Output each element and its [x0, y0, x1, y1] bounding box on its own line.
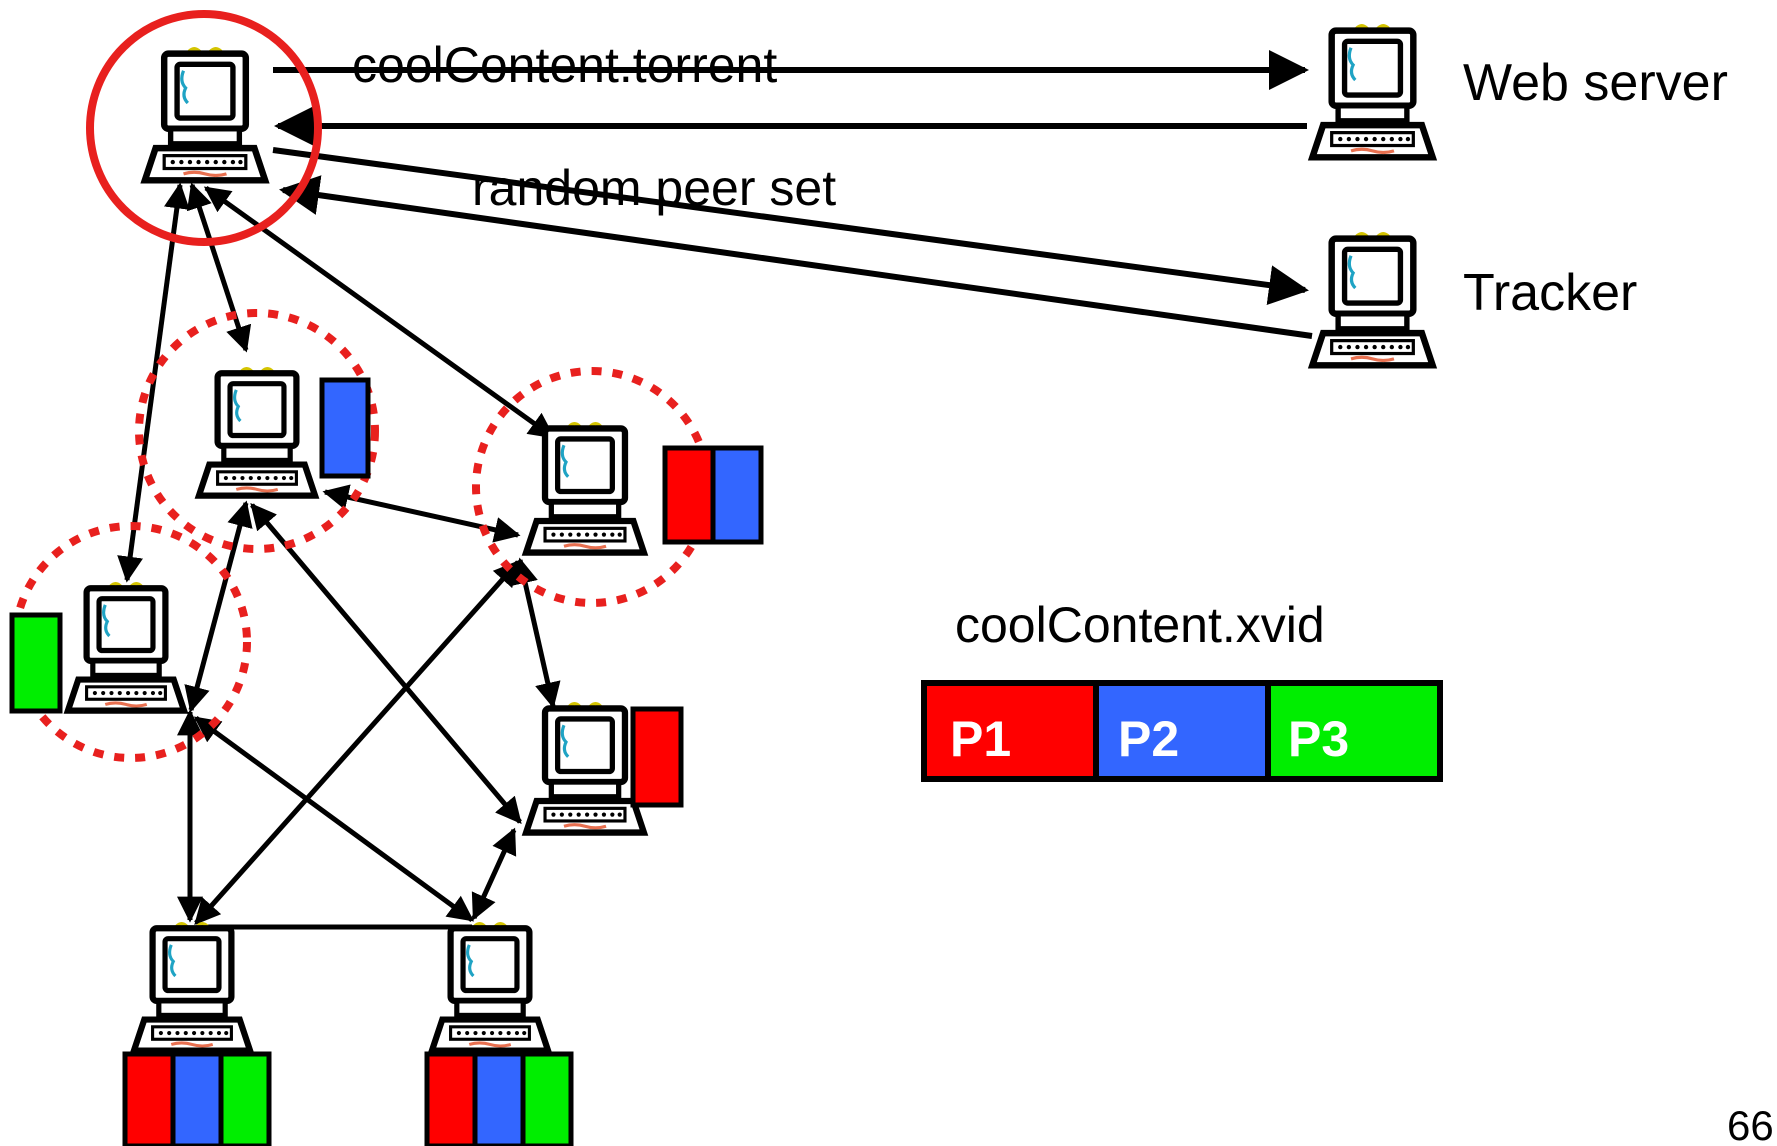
peer-c-computer-icon: [526, 424, 644, 553]
content-piece-p1-label: P1: [950, 711, 1011, 767]
link-b-d: [250, 503, 522, 824]
peer-f-computer-icon: [432, 924, 548, 1051]
peer-f-piece-p3: [520, 1051, 574, 1146]
arrow-from-tracker: [279, 175, 1313, 339]
content-piece-p1-block: [921, 680, 1099, 782]
content-piece-p3-block: [1265, 680, 1443, 782]
peer-e-piece-p1: [122, 1051, 176, 1146]
peer-e-piece-p3: [218, 1051, 272, 1146]
peer-b-piece-p2: [319, 377, 371, 479]
peer-b-computer-icon: [199, 369, 315, 496]
peer-f-piece-p2: [472, 1051, 526, 1146]
peer-d-piece-p1: [630, 706, 684, 808]
content-file-label: coolContent.xvid: [955, 597, 1325, 653]
peer-e-computer-icon: [134, 924, 250, 1051]
peer-c-piece-p1: [662, 445, 716, 545]
main-peer-computer-icon: [145, 49, 265, 181]
web-server-label: Web server: [1463, 54, 1728, 112]
content-piece-p2-label: P2: [1118, 711, 1179, 767]
peer-ring-b: [135, 309, 379, 553]
peer-set-label: random peer set: [472, 160, 836, 216]
content-piece-p2-block: [1093, 680, 1271, 782]
web-server-computer-icon: [1312, 26, 1432, 158]
peer-connections: [117, 182, 561, 930]
link-c-d: [512, 557, 561, 709]
peer-c-piece-p2: [710, 445, 764, 545]
peer-a-piece-p3: [9, 612, 63, 714]
link-b-a: [184, 500, 253, 713]
link-a-f: [193, 715, 475, 923]
peer-d-computer-icon: [526, 704, 644, 833]
page-number: 66: [1727, 1102, 1774, 1146]
arrow-to-tracker: [272, 147, 1309, 305]
tracker-computer-icon: [1312, 234, 1432, 366]
link-d-f: [471, 827, 517, 921]
peer-f-piece-p1: [424, 1051, 478, 1146]
peer-e-piece-p2: [170, 1051, 224, 1146]
peer-a-computer-icon: [68, 584, 184, 711]
content-pieces-bar: P1 P2 P3: [921, 680, 1443, 782]
torrent-file-label: coolContent.torrent: [352, 37, 777, 93]
main-peer-highlight-ring: [86, 10, 322, 246]
tracker-label: Tracker: [1463, 264, 1637, 322]
content-piece-p3-label: P3: [1288, 711, 1349, 767]
